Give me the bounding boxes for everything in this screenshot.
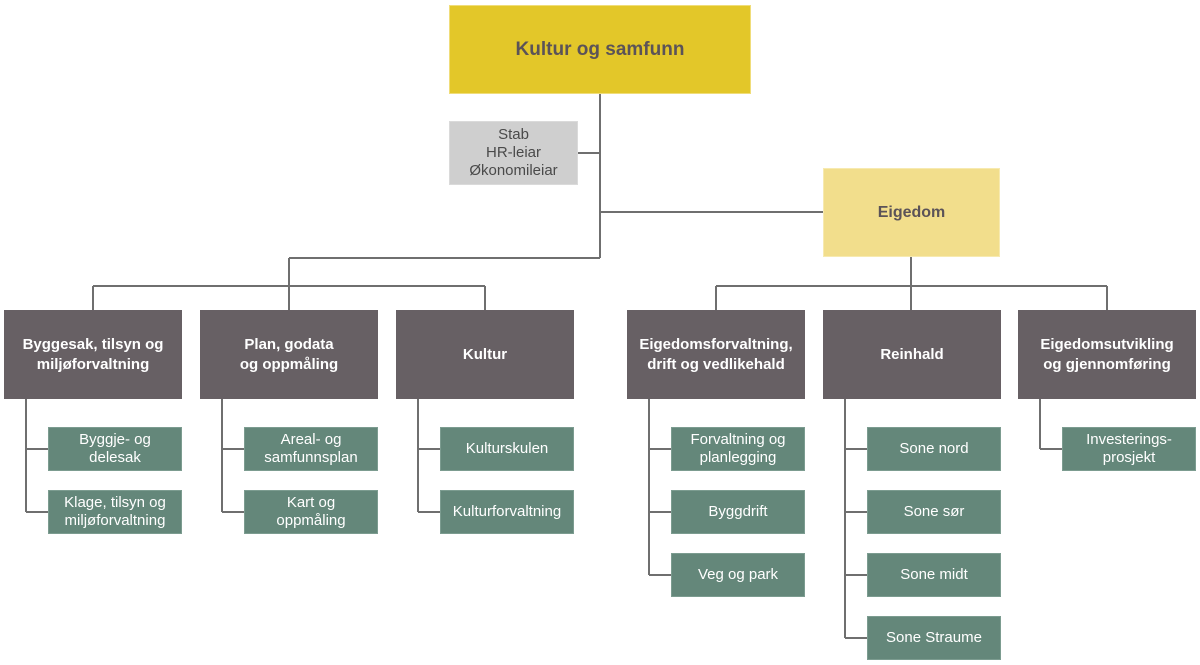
stab-node: Stab HR-leiar Økonomileiar (449, 121, 578, 185)
unit-node-byggje-og-delesak: Byggje- og delesak (48, 427, 182, 471)
unit-node-forvaltning-og-planlegging: Forvaltning og planlegging (671, 427, 805, 471)
dept-node-byggesak: Byggesak, tilsyn og miljøforvaltning (4, 310, 182, 399)
unit-node-kulturskulen: Kulturskulen (440, 427, 574, 471)
unit-node-sone-sor: Sone sør (867, 490, 1001, 534)
unit-node-kulturforvaltning: Kulturforvaltning (440, 490, 574, 534)
unit-node-byggdrift: Byggdrift (671, 490, 805, 534)
unit-node-kart-og-oppmaling: Kart og oppmåling (244, 490, 378, 534)
unit-node-areal-og-samfunnsplan: Areal- og samfunnsplan (244, 427, 378, 471)
eigedom-node: Eigedom (823, 168, 1000, 257)
dept-node-kultur: Kultur (396, 310, 574, 399)
dept-node-eigedomsutvikling: Eigedomsutvikling og gjennomføring (1018, 310, 1196, 399)
unit-node-klage-tilsyn: Klage, tilsyn og miljøforvaltning (48, 490, 182, 534)
unit-node-sone-midt: Sone midt (867, 553, 1001, 597)
top-node-kultur-og-samfunn: Kultur og samfunn (449, 5, 751, 94)
unit-node-sone-straume: Sone Straume (867, 616, 1001, 660)
unit-node-veg-og-park: Veg og park (671, 553, 805, 597)
dept-node-reinhald: Reinhald (823, 310, 1001, 399)
dept-node-plan: Plan, godata og oppmåling (200, 310, 378, 399)
unit-node-investeringsprosjekt: Investerings- prosjekt (1062, 427, 1196, 471)
dept-node-eigedomsforvaltning: Eigedomsforvaltning, drift og vedlikehal… (627, 310, 805, 399)
unit-node-sone-nord: Sone nord (867, 427, 1001, 471)
